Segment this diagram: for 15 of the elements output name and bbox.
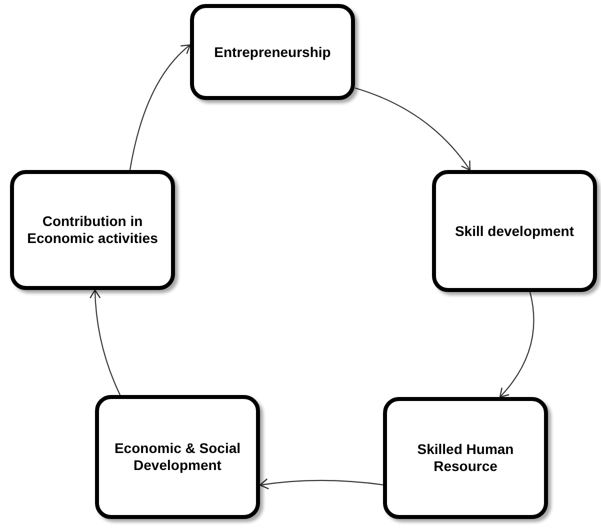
curved-arrow <box>259 478 384 490</box>
curved-arrow <box>90 289 121 396</box>
process-box <box>432 170 597 292</box>
box-label: Entrepreneurship <box>214 44 331 60</box>
process-box <box>95 395 260 519</box>
process-box <box>383 397 548 519</box>
box-label: Economic & Social Development <box>113 440 242 474</box>
box-label: Skill development <box>454 222 574 240</box>
curved-arrow <box>129 44 191 170</box>
box-label: Contribution in Economic activities <box>26 213 159 247</box>
process-box <box>10 170 175 290</box>
box-label: Skilled Human Resource <box>416 441 515 475</box>
curved-arrow <box>354 87 471 171</box>
process-box <box>190 4 355 100</box>
curved-arrow <box>499 292 534 398</box>
